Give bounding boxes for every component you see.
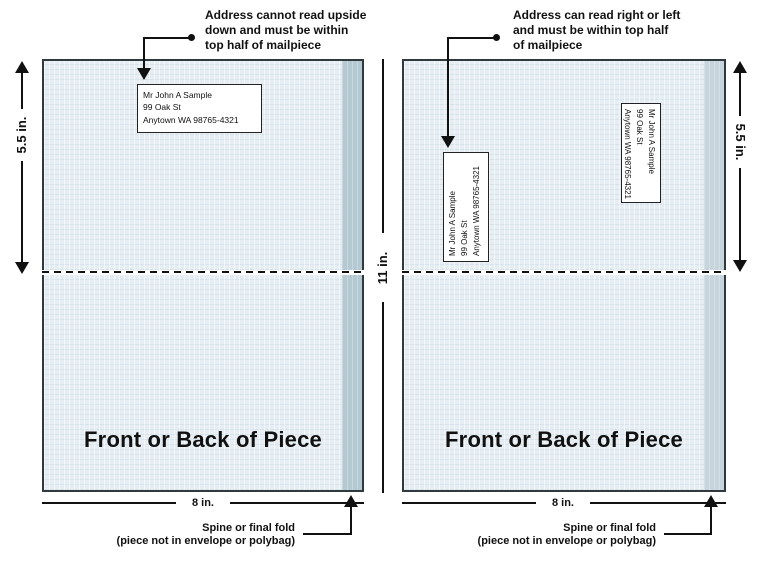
panel-title-left: Front or Back of Piece bbox=[84, 427, 322, 452]
mailpiece-panel-right bbox=[402, 59, 726, 492]
callout-left-line3: top half of mailpiece bbox=[205, 38, 322, 52]
callout-left: Address cannot read upside down and must… bbox=[205, 8, 366, 53]
address-line2: 99 Oak St bbox=[460, 220, 469, 256]
address-line1: Mr John A Sample bbox=[448, 191, 457, 256]
fold-line-left bbox=[42, 270, 364, 275]
dim-11-line-top bbox=[382, 59, 384, 233]
panel-title-right: Front or Back of Piece bbox=[445, 427, 683, 452]
address-line1: Mr John A Sample bbox=[647, 109, 656, 174]
callout-right-vline bbox=[447, 37, 449, 137]
arrow-up-icon bbox=[15, 61, 29, 73]
address-label-rotated-down: Mr John A Sample 99 Oak St Anytown WA 98… bbox=[621, 103, 661, 203]
spine-arrow-left-hline bbox=[303, 533, 352, 535]
address-line1: Mr John A Sample bbox=[143, 90, 212, 100]
address-line2: 99 Oak St bbox=[143, 102, 181, 113]
arrow-down-icon bbox=[137, 68, 151, 80]
spine-arrow-right-vline bbox=[710, 506, 712, 535]
fold-dashed-line bbox=[402, 271, 726, 273]
arrow-down-icon bbox=[733, 260, 747, 272]
spine-arrow-right-hline bbox=[664, 533, 712, 535]
dim-11-label: 11 in. bbox=[375, 240, 391, 296]
spine-note-right: Spine or final fold (piece not in envelo… bbox=[456, 522, 656, 547]
arrow-down-icon bbox=[441, 136, 455, 148]
spine-note-left-line2: (piece not in envelope or polybag) bbox=[116, 534, 295, 547]
dim-11-line-bottom bbox=[382, 302, 384, 493]
address-line3: Anytown WA 98765-4321 bbox=[143, 114, 239, 125]
arrow-up-icon bbox=[704, 495, 718, 507]
spine-note-left-line1: Spine or final fold bbox=[202, 522, 295, 534]
arrow-up-icon bbox=[344, 495, 358, 507]
spine-note-right-line2: (piece not in envelope or polybag) bbox=[477, 534, 656, 547]
callout-left-line2: down and must be within bbox=[205, 23, 349, 37]
spine-strip-left bbox=[342, 61, 362, 490]
spine-strip-right bbox=[704, 61, 724, 490]
callout-right-line3: of mailpiece bbox=[513, 38, 583, 52]
callout-right-dot bbox=[493, 34, 500, 41]
dim-8-right-label: 8 in. bbox=[536, 496, 590, 510]
address-line3: Anytown WA 98765-4321 bbox=[623, 109, 632, 199]
fold-line-right bbox=[402, 270, 726, 275]
spine-note-left: Spine or final fold (piece not in envelo… bbox=[95, 522, 295, 547]
address-label-rotated-up-text: Mr John A Sample 99 Oak St Anytown WA 98… bbox=[443, 152, 489, 262]
address-line3: Anytown WA 98765-4321 bbox=[472, 166, 481, 256]
callout-left-hline bbox=[144, 37, 192, 39]
callout-right-line2: and must be within top half bbox=[513, 23, 669, 37]
callout-right-hline bbox=[448, 37, 496, 39]
callout-left-vline bbox=[143, 37, 145, 69]
address-label-upright: Mr John A Sample 99 Oak St Anytown WA 98… bbox=[137, 84, 262, 133]
address-line2: 99 Oak St bbox=[635, 109, 644, 145]
dim-55-left-label: 5.5 in. bbox=[14, 109, 30, 161]
dim-55-left-line bbox=[21, 70, 23, 264]
arrow-up-icon bbox=[733, 61, 747, 73]
fold-dashed-line bbox=[42, 271, 364, 273]
callout-right: Address can read right or left and must … bbox=[513, 8, 680, 53]
callout-right-line1: Address can read right or left bbox=[513, 8, 681, 22]
spine-arrow-left-vline bbox=[350, 506, 352, 535]
dim-8-left-label: 8 in. bbox=[176, 496, 230, 510]
arrow-down-icon bbox=[15, 262, 29, 274]
address-label-rotated-up: Mr John A Sample 99 Oak St Anytown WA 98… bbox=[443, 152, 489, 262]
dim-55-right-label: 5.5 in. bbox=[732, 116, 748, 168]
spine-note-right-line1: Spine or final fold bbox=[563, 522, 656, 534]
address-label-rotated-down-text: Mr John A Sample 99 Oak St Anytown WA 98… bbox=[621, 103, 661, 203]
callout-left-line1: Address cannot read upside bbox=[205, 8, 367, 22]
